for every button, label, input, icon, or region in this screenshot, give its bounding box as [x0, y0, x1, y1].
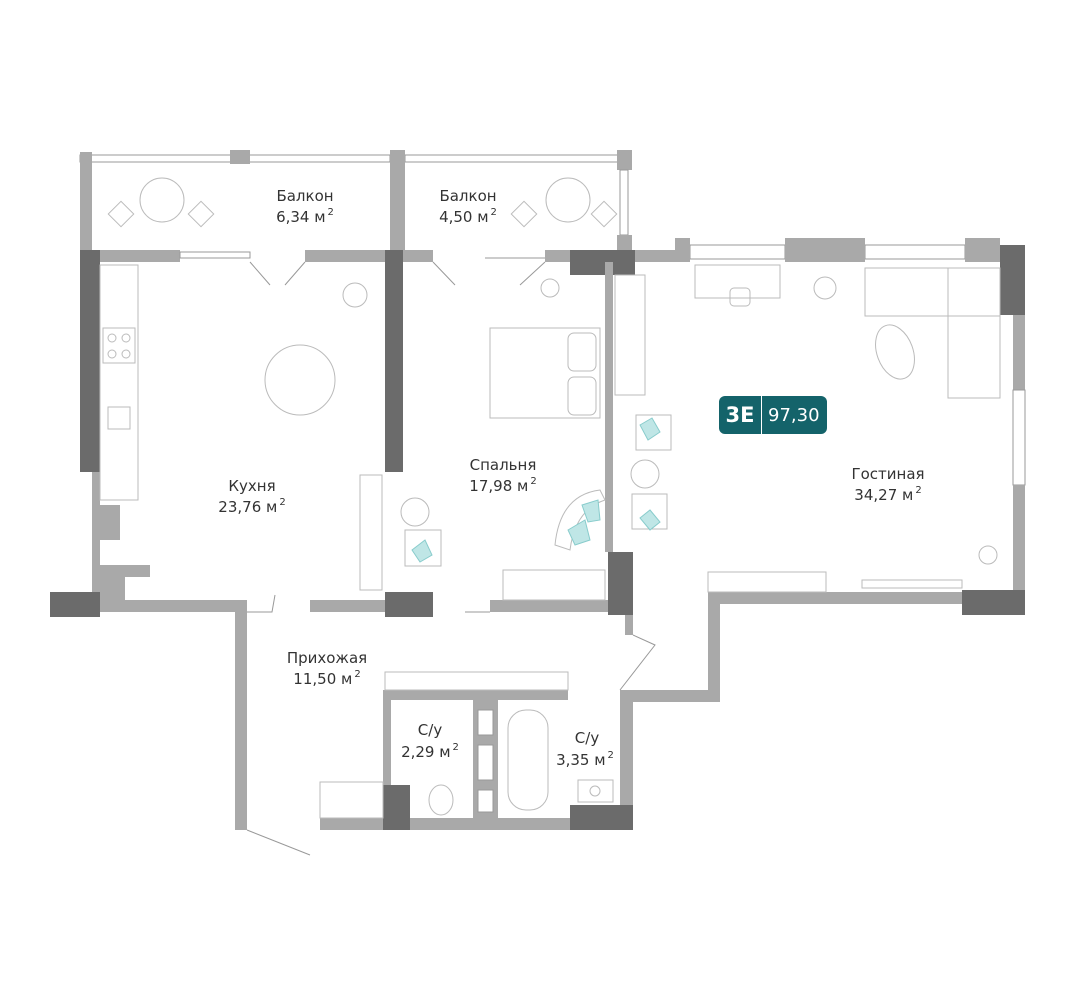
furniture: [99, 177, 1001, 819]
room-area: 23,76 м: [218, 498, 277, 516]
unit-sup: 2: [328, 207, 334, 218]
room-area: 34,27 м: [854, 486, 913, 504]
room-name: С/у: [575, 729, 600, 747]
room-area: 11,50 м: [293, 670, 352, 688]
room-name: Балкон: [439, 187, 496, 205]
room-area: 3,35 м: [556, 751, 605, 769]
room-area: 2,29 м: [401, 743, 450, 761]
plant-icons: [342, 276, 998, 565]
room-name: Кухня: [228, 477, 275, 495]
walls: [50, 238, 1026, 856]
room-name: Прихожая: [287, 649, 367, 667]
unit-sup: 2: [354, 669, 360, 680]
room-name: Спальня: [470, 456, 537, 474]
unit-sup: 2: [530, 476, 536, 487]
apartment-total-area: 97,30: [768, 404, 820, 426]
room-name: Балкон: [276, 187, 333, 205]
room-area: 17,98 м: [469, 477, 528, 495]
apartment-badge: 3E 97,30: [719, 396, 827, 434]
room-area: 4,50 м: [439, 208, 488, 226]
unit-sup: 2: [491, 207, 497, 218]
apartment-type: 3E: [719, 396, 762, 434]
unit-sup: 2: [279, 497, 285, 508]
room-area: 6,34 м: [276, 208, 325, 226]
room-name: С/у: [418, 721, 443, 739]
unit-sup: 2: [453, 742, 459, 753]
room-name: Гостиная: [851, 465, 924, 483]
unit-sup: 2: [915, 485, 921, 496]
balcony-walls: [79, 150, 632, 286]
unit-sup: 2: [608, 750, 614, 761]
